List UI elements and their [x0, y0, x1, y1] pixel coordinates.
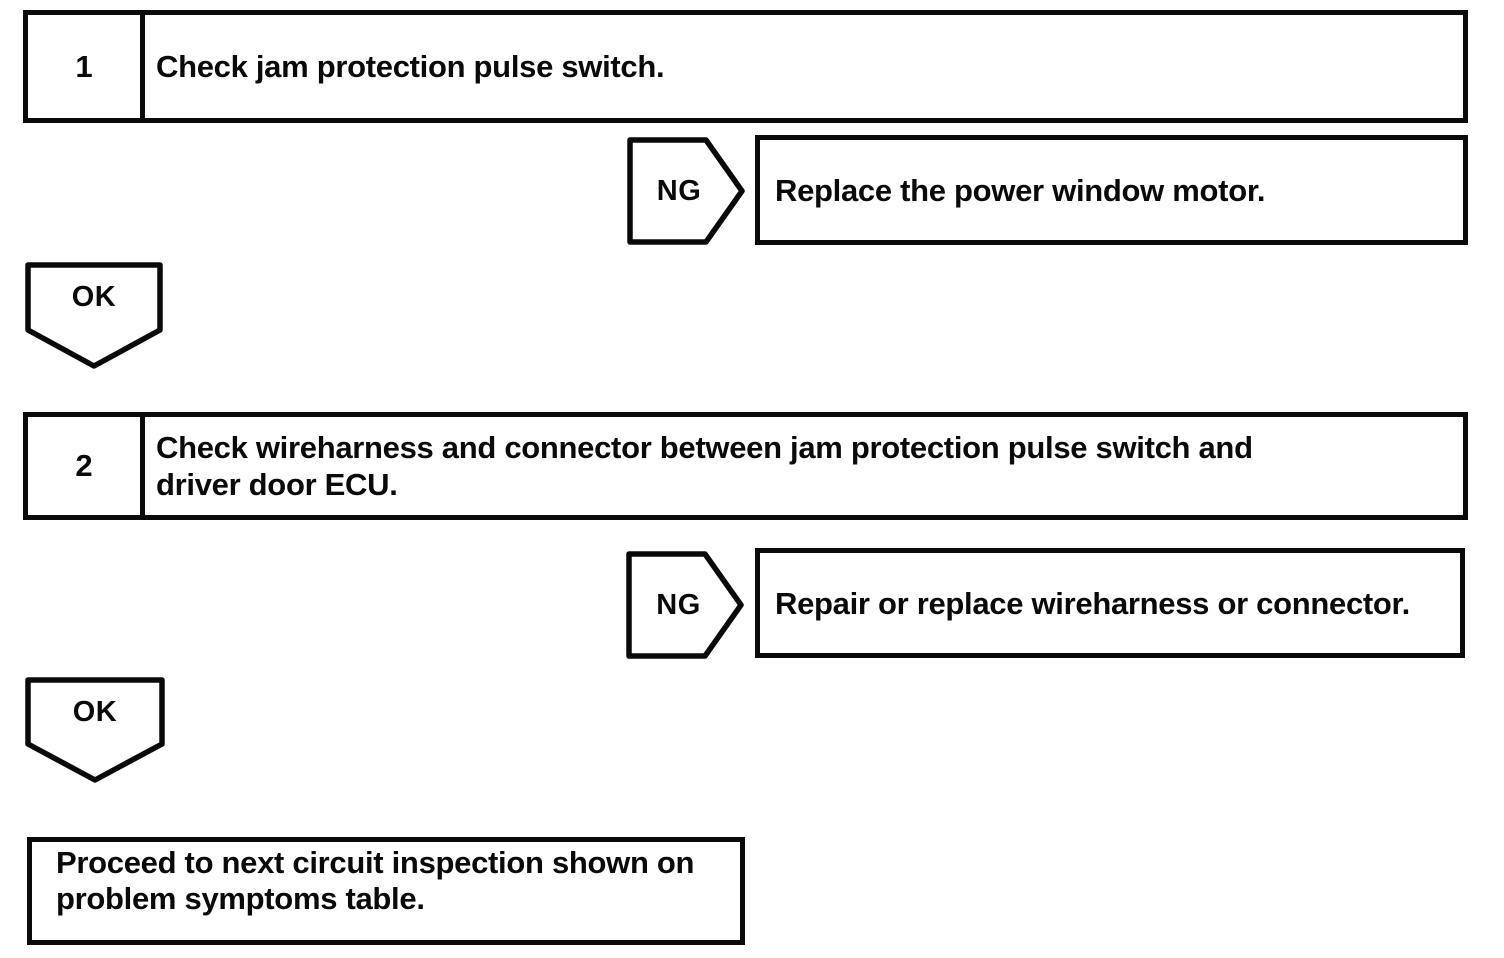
step-1-number: 1: [75, 48, 93, 84]
step-2-instruction: Check wireharness and connector between …: [156, 430, 1253, 502]
step-2-ok-label: OK: [72, 696, 118, 728]
step-1-ng-action: Replace the power window motor.: [775, 172, 1266, 208]
step-1-instruction-cell: Check jam protection pulse switch.: [145, 15, 1463, 118]
step-1-number-cell: 1: [28, 15, 145, 118]
step-2-number-cell: 2: [28, 417, 145, 515]
ng-arrow-icon: [626, 551, 744, 659]
step-2-ok-pentagon: OK: [25, 677, 165, 783]
ng-arrow-icon: [627, 137, 745, 245]
step-1-ng-label: NG: [656, 174, 702, 207]
step-2-number: 2: [75, 448, 93, 483]
step-1-ok-pentagon: OK: [25, 262, 163, 369]
step-2-instruction-cell: Check wireharness and connector between …: [145, 417, 1463, 515]
step-2-box: 2 Check wireharness and connector betwee…: [23, 412, 1468, 520]
final-action-box: Proceed to next circuit inspection shown…: [27, 837, 745, 945]
step-1-box: 1 Check jam protection pulse switch.: [23, 10, 1468, 123]
step-2-ng-label: NG: [656, 588, 701, 621]
ok-pentagon-icon: [25, 677, 165, 783]
step-1-ng-arrow: NG: [627, 137, 745, 245]
step-2-ng-action-box: Repair or replace wireharness or connect…: [755, 548, 1465, 658]
step-1-ng-action-box: Replace the power window motor.: [755, 135, 1468, 245]
step-2-ng-action: Repair or replace wireharness or connect…: [775, 585, 1410, 621]
ok-pentagon-icon: [25, 262, 163, 369]
step-2-ng-arrow: NG: [626, 551, 745, 659]
final-action-text: Proceed to next circuit inspection shown…: [56, 845, 695, 916]
step-1-instruction: Check jam protection pulse switch.: [156, 49, 665, 84]
step-1-ok-label: OK: [71, 281, 117, 313]
